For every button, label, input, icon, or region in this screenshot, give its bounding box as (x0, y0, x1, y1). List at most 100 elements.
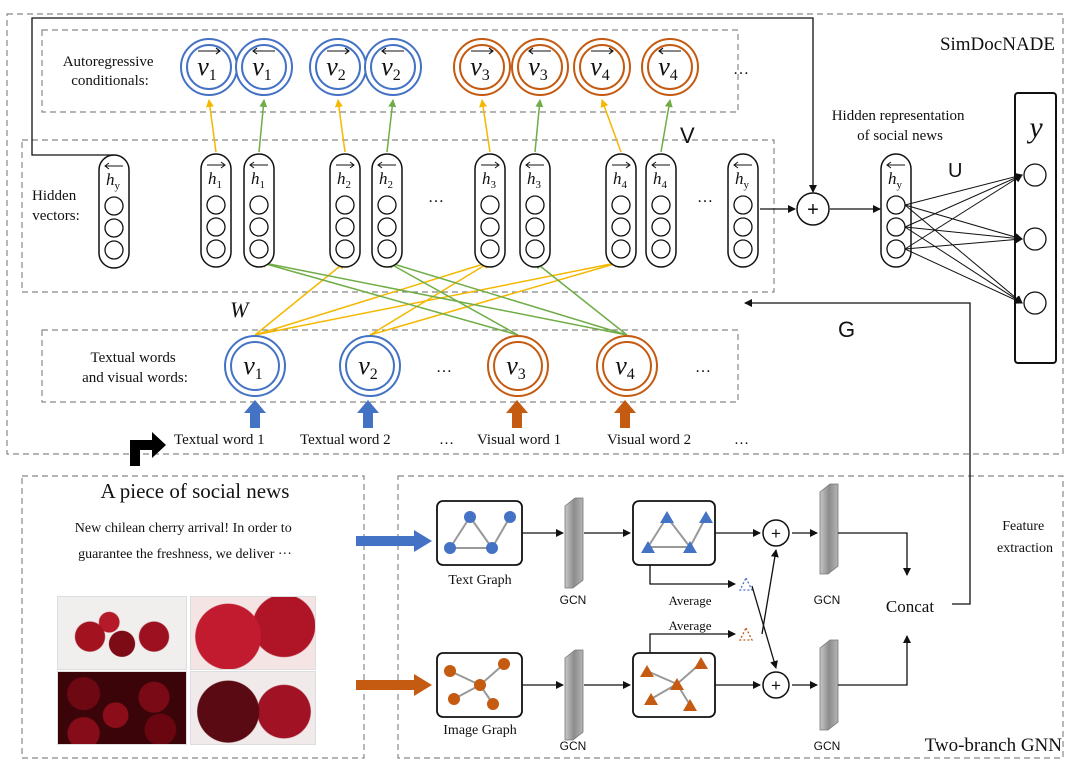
connection-line-8 (258, 259, 628, 336)
ar-node-4: v2 (364, 38, 422, 96)
bottom-word-3: … (439, 432, 454, 448)
connection-line-2 (254, 260, 491, 336)
gcn-block-2 (564, 649, 584, 741)
feature-extraction-label: Feature extraction (997, 519, 1053, 556)
output-y-label: y (1026, 111, 1043, 144)
fc-line-1 (904, 172, 1023, 206)
input-node-4: v4 (596, 335, 658, 397)
bottom-word-5: Visual word 2 (607, 432, 691, 448)
bottom-word-4: Visual word 1 (477, 432, 561, 448)
matrix-W: W (230, 297, 250, 322)
gcn-label-2: GCN (560, 739, 587, 753)
input-node-2: v2 (339, 335, 401, 397)
hidden-vector-hy-left: hy (98, 154, 130, 269)
hidden-repr-label: Hidden representation of social news (832, 108, 969, 144)
gcn-label-4: GCN (814, 739, 841, 753)
input-node-1: v1 (224, 335, 286, 397)
text-graph-label: Text Graph (448, 573, 511, 588)
hidden-ellipsis-2: … (697, 189, 713, 206)
feedback-loop-line (31, 17, 817, 193)
text-graph (436, 500, 523, 566)
word-input-arrows (244, 400, 636, 428)
hidden-vector-6: h3 (519, 153, 551, 268)
up-arrow-4 (386, 99, 397, 153)
simdocnade-region (6, 13, 1064, 759)
connection-line-4 (369, 261, 491, 336)
average-label-2: Average (668, 618, 711, 633)
fully-connected-lines (904, 172, 1023, 304)
output-node-3 (1023, 291, 1047, 315)
news-text: New chilean cherry arrival! In order to … (75, 521, 295, 562)
image-graph-label: Image Graph (443, 723, 516, 738)
image-branch-plus-icon: + (762, 671, 790, 699)
matrix-G: G (838, 317, 855, 342)
fc-line-9 (904, 248, 1023, 304)
text-branch-plus-icon: + (762, 519, 790, 547)
connection-line-10 (534, 261, 628, 336)
gcn-block-1 (564, 497, 584, 589)
simdocnade-title: SimDocNADE (940, 34, 1055, 55)
word-arrow-2 (357, 400, 379, 428)
plus-icon: + (796, 192, 830, 226)
gcn-block-4 (819, 639, 839, 731)
image-graph (436, 652, 523, 718)
ar-node-5: v3 (453, 38, 511, 96)
input-ellipsis-2: … (695, 359, 711, 376)
image-pooled-graph (632, 652, 716, 718)
bottom-words: Textual word 1 Textual word 2 … Visual w… (174, 432, 749, 448)
matrix-V: V (680, 123, 695, 148)
two-branch-title: Two-branch GNN (925, 735, 1063, 756)
hidden-vector-8: h4 (645, 153, 677, 268)
hidden-ellipsis-1: … (428, 189, 444, 206)
up-arrow-2 (258, 99, 268, 153)
concat-label: Concat (886, 597, 934, 616)
word-arrow-4 (614, 400, 636, 428)
connection-line-1 (254, 261, 346, 336)
word-arrow-3 (506, 400, 528, 428)
hidden-vector-hy-right: hy (727, 153, 759, 268)
hidden-vector-5: h3 (474, 153, 506, 268)
up-arrow-5 (479, 99, 491, 153)
fc-line-2 (904, 204, 1023, 241)
up-arrow-3 (334, 99, 346, 153)
connection-line-6 (258, 260, 519, 336)
cherry-photo-4 (190, 671, 316, 745)
gcn-label-3: GCN (814, 593, 841, 607)
average-label-1: Average (668, 593, 711, 608)
cherry-photo-2 (190, 596, 316, 670)
matrix-U: U (948, 160, 962, 182)
image-branch-arrow (356, 674, 432, 696)
gcn-block-3 (819, 483, 839, 575)
feature-extraction-line (744, 299, 971, 605)
ar-node-8: v4 (641, 38, 699, 96)
hidden-vector-3: h2 (329, 153, 361, 268)
up-arrow-6 (534, 99, 544, 153)
text-branch-arrow (356, 530, 432, 552)
gcn-blocks (564, 483, 839, 741)
bottom-word-2: Textual word 2 (300, 432, 391, 448)
svg-text:+: + (771, 676, 781, 695)
ar-node-7: v4 (573, 38, 631, 96)
input-ellipsis-1: … (436, 359, 452, 376)
svg-text:+: + (771, 524, 781, 543)
hidden-vectors-label: Hidden vectors: (32, 188, 80, 224)
gcn-label-1: GCN (560, 593, 587, 607)
hidden-vector-7: h4 (605, 153, 637, 268)
ar-node-3: v2 (309, 38, 367, 96)
connection-line-7 (386, 261, 519, 336)
connection-line-5 (369, 260, 622, 336)
image-average-triangle-icon (738, 626, 754, 641)
up-arrow-7 (600, 99, 622, 153)
cherry-photo-1 (57, 596, 187, 670)
corner-arrow-icon (130, 432, 166, 466)
fc-line-5 (904, 226, 1023, 243)
ar-node-1: v1 (180, 38, 238, 96)
gnn-arrows (522, 529, 911, 689)
fc-line-7 (904, 174, 1023, 250)
input-row-label: Textual words and visual words: (82, 350, 188, 386)
connection-line-9 (386, 260, 628, 336)
